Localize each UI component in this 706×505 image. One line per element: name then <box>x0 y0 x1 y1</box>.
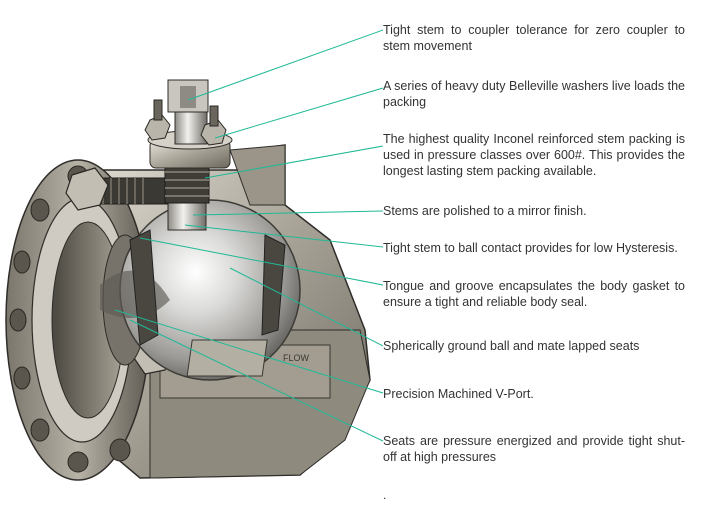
callout-belleville-washers: A series of heavy duty Belleville washer… <box>383 79 685 109</box>
callout-tongue-groove: Tongue and groove encapsulates the body … <box>383 279 685 309</box>
stem-assembly <box>144 79 233 231</box>
callout-stem-coupler: Tight stem to coupler tolerance for zero… <box>383 23 685 53</box>
nameplate: FLOW <box>186 339 310 377</box>
leader-line-7 <box>229 267 384 347</box>
leader-line-3 <box>204 145 384 179</box>
leader-line-9 <box>129 319 384 442</box>
callout-leader-lines <box>114 29 384 442</box>
leader-line-6 <box>139 237 384 286</box>
leader-line-8 <box>114 309 384 394</box>
ball-and-seats <box>100 199 301 381</box>
callout-stem-packing: The highest quality Inconel reinforced s… <box>383 132 685 178</box>
bonnet <box>229 144 286 206</box>
callout-ball-seats: Spherically ground ball and mate lapped … <box>383 339 640 353</box>
nameplate-label: FLOW <box>283 353 310 363</box>
leader-line-1 <box>187 29 384 101</box>
footer-mark: . <box>383 488 387 502</box>
callout-polished-stems: Stems are polished to a mirror finish. <box>383 204 587 218</box>
callout-stem-ball-contact: Tight stem to ball contact provides for … <box>383 241 678 255</box>
callout-seats-energized: Seats are pressure energized and provide… <box>383 434 685 464</box>
leader-line-4 <box>192 210 384 216</box>
leader-line-5 <box>184 224 384 248</box>
leader-line-2 <box>214 87 384 139</box>
flange-bolt-holes <box>9 165 131 473</box>
callout-v-port: Precision Machined V-Port. <box>383 387 534 401</box>
